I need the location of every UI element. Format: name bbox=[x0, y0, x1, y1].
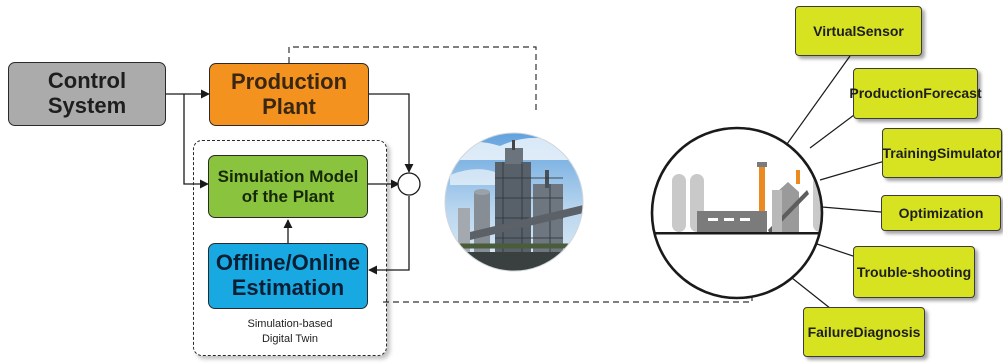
production-plant-label-line1: Production bbox=[230, 68, 348, 94]
digital-twin-label-line2: Digital Twin bbox=[261, 332, 319, 345]
production-plant-label-line2: Plant bbox=[262, 93, 316, 119]
app-training-simulator-line2: Simulator bbox=[936, 144, 1002, 161]
plant-photo bbox=[445, 133, 583, 271]
app-training-simulator: TrainingSimulator bbox=[882, 128, 1002, 178]
app-troubleshooting: Trouble-shooting bbox=[853, 246, 975, 298]
app-failure-diagnosis-line2: Diagnosis bbox=[853, 323, 921, 340]
app-virtual-sensor-line1: Virtual bbox=[813, 22, 857, 39]
connector-lines bbox=[166, 89, 414, 275]
simulation-model-label-line2: of the Plant bbox=[241, 186, 335, 206]
app-production-forecast: ProductionForecast bbox=[849, 68, 982, 119]
digital-twin-label-line1: Simulation-based bbox=[247, 318, 333, 330]
app-production-forecast-line1: Production bbox=[849, 85, 924, 102]
app-failure-diagnosis-line1: Failure bbox=[807, 323, 854, 340]
app-virtual-sensor: VirtualSensor bbox=[795, 6, 922, 56]
simulation-model-label-line1: Simulation Model bbox=[217, 167, 359, 187]
comparator-node bbox=[397, 172, 421, 196]
estimation-label-line1: Offline/Online bbox=[215, 250, 361, 276]
control-system-label-line2: System bbox=[47, 93, 127, 118]
plant-schematic bbox=[650, 126, 824, 300]
app-failure-diagnosis: FailureDiagnosis bbox=[803, 307, 925, 357]
digital-twin-frame bbox=[193, 140, 387, 356]
estimation-label-line2: Estimation bbox=[231, 275, 345, 300]
app-production-forecast-line2: Forecast bbox=[923, 85, 982, 102]
control-system-label-line1: Control bbox=[47, 68, 127, 94]
app-troubleshooting-line2: shooting bbox=[912, 263, 972, 280]
app-optimization-line1: Optimization bbox=[898, 204, 984, 221]
app-training-simulator-line1: Training bbox=[882, 144, 937, 161]
dashed-links bbox=[288, 46, 753, 303]
app-troubleshooting-line1: Trouble- bbox=[856, 263, 913, 280]
app-optimization: Optimization bbox=[881, 195, 1001, 231]
app-virtual-sensor-line2: Sensor bbox=[856, 22, 904, 39]
digital-twin-label: Simulation-based Digital Twin bbox=[193, 317, 387, 347]
